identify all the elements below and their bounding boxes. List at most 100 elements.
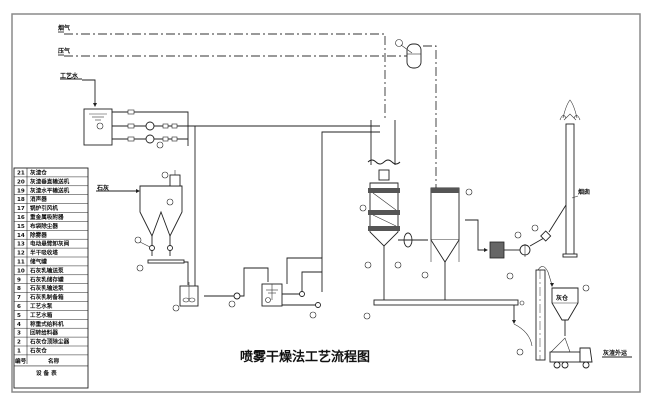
equipment-name: 称重式给料机 — [30, 320, 64, 328]
equipment-number: 13 — [17, 242, 25, 248]
equipment-number: 10 — [17, 268, 25, 274]
tag-19 — [363, 312, 371, 320]
equipment-number: 14 — [17, 233, 25, 239]
tag-13 — [364, 261, 372, 269]
equipment-name: 工艺水箱 — [30, 311, 53, 319]
ash-transport-label: 灰渣外运 — [603, 349, 627, 357]
tag-9 — [265, 297, 271, 303]
tag-19b — [516, 348, 524, 356]
equipment-table-row: 2 石灰仓顶除尘器 — [14, 338, 88, 347]
weigh-feeder — [147, 259, 185, 264]
equipment-name: 重金属吸附器 — [30, 213, 64, 221]
equipment-table-row: 9 石灰乳储存罐 — [14, 275, 88, 284]
equipment-name: 锅炉引风机 — [30, 204, 58, 212]
tag-18 — [531, 224, 539, 232]
induced-draft-fan — [514, 204, 567, 257]
heavy-metal-adsorber — [489, 241, 520, 280]
tag-4 — [136, 264, 144, 272]
equipment-table-row: 10 石灰乳输送泵 — [14, 266, 88, 276]
tag-7 — [172, 304, 180, 312]
flue-gas-label: 烟气 — [58, 24, 70, 32]
lime-silo: 石灰 — [96, 170, 189, 285]
equipment-number: 19 — [17, 188, 25, 194]
equipment-number: 18 — [17, 197, 25, 203]
equipment-name: 电动悬臂卸灰阀 — [30, 240, 70, 248]
equipment-number: 4 — [17, 322, 21, 328]
equipment-table-row: 18 消声器 — [14, 195, 88, 204]
chimney-label: 烟囱 — [578, 188, 590, 196]
tag-6 — [156, 141, 164, 149]
silencer — [540, 230, 552, 242]
equipment-table-row: 16 重金属吸附器 — [14, 213, 88, 222]
equipment-number: 16 — [17, 215, 25, 221]
lime-milk-prep-tank — [172, 267, 269, 312]
process-water-pumps — [112, 109, 380, 300]
equipment-table-row: 5 工艺水箱 — [14, 311, 88, 320]
tag-10 — [309, 311, 317, 319]
semi-dry-absorber — [359, 120, 428, 300]
equipment-name: 回转给料器 — [30, 329, 58, 337]
header-name: 名称 — [48, 357, 60, 365]
tag-15 — [465, 188, 473, 196]
equipment-name: 灰渣仓 — [30, 169, 47, 177]
equipment-table-row: 4 称重式给料机 — [14, 320, 88, 329]
drawing-frame — [11, 13, 641, 393]
horizontal-ash-conveyor — [363, 299, 533, 356]
lime-label: 石灰 — [96, 184, 109, 192]
equipment-number: 3 — [17, 331, 21, 337]
air-receiver-tank — [395, 39, 422, 69]
equipment-name: 布袋除尘器 — [30, 222, 58, 230]
pump-6b — [145, 134, 155, 144]
equipment-table-header: 编号名称设 备 表 — [14, 357, 88, 377]
tag-11 — [395, 39, 403, 47]
equipment-table-row: 13 电动悬臂卸灰阀 — [14, 240, 88, 249]
tag-5 — [96, 122, 104, 130]
equipment-name: 除雾器 — [30, 231, 47, 239]
diagram-title: 喷雾干燥法工艺流程图 — [240, 349, 370, 365]
equipment-table-row: 3 回转给料器 — [14, 329, 88, 338]
equipment-number: 2 — [17, 340, 21, 346]
equipment-number: 15 — [17, 224, 25, 230]
tag-8 — [228, 300, 236, 308]
pump-10 — [315, 302, 321, 308]
equipment-number: 5 — [17, 313, 21, 319]
equipment-number: 11 — [17, 260, 25, 266]
equipment-number: 9 — [17, 277, 21, 283]
compressed-air-line: 压气 — [58, 45, 437, 190]
table-caption: 设 备 表 — [36, 369, 57, 377]
ash-silo-label: 灰仓 — [556, 294, 569, 302]
tag-2 — [161, 171, 169, 179]
tag-16 — [506, 272, 514, 280]
equipment-number: 20 — [17, 179, 25, 185]
tag-14 — [394, 261, 402, 269]
silo-dust-collector — [169, 174, 181, 187]
equipment-name: 石灰乳储存罐 — [29, 275, 64, 283]
tag-1 — [166, 198, 174, 206]
lime-milk-storage-tank — [261, 131, 380, 319]
bag-filter — [421, 187, 488, 300]
tag-12 — [359, 204, 367, 212]
equipment-name: 消声器 — [30, 195, 47, 203]
chimney: 烟囱 — [559, 99, 590, 258]
ash-silo: 灰仓 — [551, 284, 590, 336]
process-water-inlet: 工艺水 — [60, 72, 97, 107]
equipment-number: 6 — [17, 304, 21, 310]
tag-17 — [514, 231, 522, 239]
flue-gas-line: 烟气 — [58, 24, 386, 120]
vertical-ash-conveyor — [535, 266, 554, 361]
equipment-name: 石灰乳制备箱 — [29, 293, 64, 301]
equipment-name: 石灰乳输送泵 — [29, 266, 64, 274]
equipment-name: 石灰仓顶除尘器 — [29, 338, 70, 346]
equipment-table-row: 14 除雾器 — [14, 231, 88, 240]
pump-8 — [233, 292, 241, 300]
